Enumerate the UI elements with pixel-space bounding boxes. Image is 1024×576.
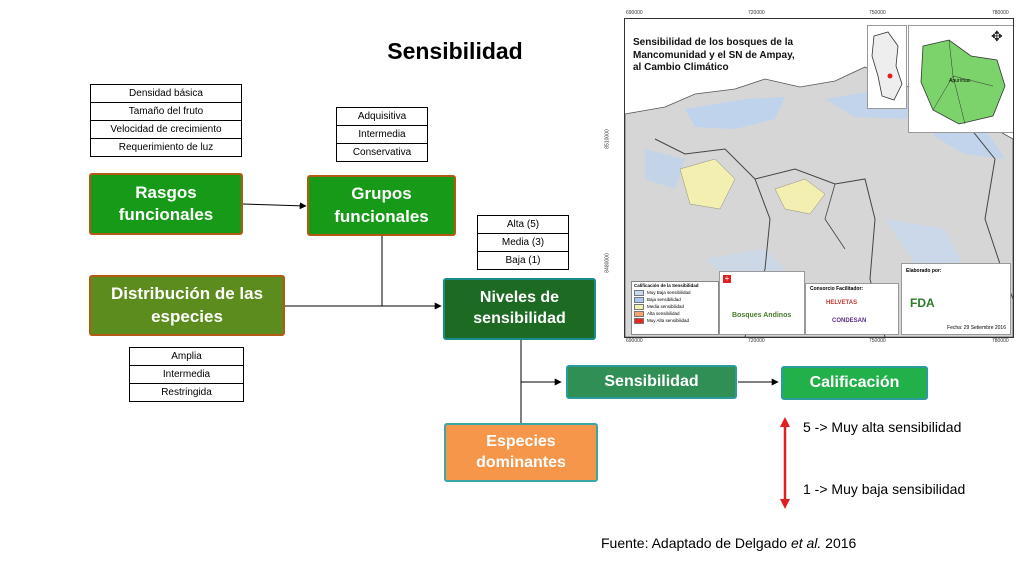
page-title: Sensibilidad (387, 38, 523, 64)
niveles-sensibilidad-box: Niveles de sensibilidad (443, 278, 596, 340)
legend-swatch (634, 317, 644, 324)
map-frame: Sensibilidad de los bosques de la Mancom… (624, 18, 1014, 338)
legend-title: Calificación de la Sensibilidad (634, 283, 699, 288)
rasgos-funcionales-box: Rasgos funcionales (89, 173, 243, 235)
list-item: Alta (5) (478, 216, 568, 234)
map-title: Sensibilidad de los bosques de la Mancom… (633, 37, 795, 75)
list-item: Intermedia (337, 126, 427, 144)
helvetas-logo: HELVETAS (826, 300, 858, 306)
map-x-tick: 720000 (748, 10, 765, 16)
grupos-list: Adquisitiva Intermedia Conservativa (336, 107, 428, 162)
list-item: Baja (1) (505, 255, 541, 266)
inset-country-map (867, 25, 907, 109)
source-citation: Fuente: Adaptado de Delgado et al. 2016 (601, 535, 856, 551)
list-item: Amplia (130, 348, 243, 366)
scale-low-label: 1 -> Muy baja sensibilidad (803, 481, 966, 497)
swiss-flag-icon: + (723, 274, 731, 283)
map-x-tick: 690000 (626, 10, 643, 16)
map-x-tick: 750000 (869, 338, 886, 344)
source-suffix: 2016 (821, 535, 857, 551)
map-x-tick: 780000 (992, 10, 1009, 16)
inset-region-map: Apurímac ✥ (908, 25, 1013, 133)
legend-label: Alta sensibilidad (647, 311, 680, 316)
distribucion-especies-box: Distribución de las especies (89, 275, 285, 336)
calificacion-box: Calificación (781, 366, 928, 400)
source-prefix: Fuente: Adaptado de Delgado (601, 535, 791, 551)
legend-item: Baja sensibilidad (632, 296, 718, 303)
condesan-logo: CONDESAN (832, 318, 867, 324)
inset-region-label: Apurímac (949, 78, 971, 84)
fecha-label: Fecha: 29 Setiembre 2016 (947, 325, 1006, 331)
grupos-funcionales-box: Grupos funcionales (307, 175, 456, 236)
bosques-andinos-logo: Bosques Andinos (732, 312, 792, 319)
list-item: Densidad básica (91, 85, 241, 103)
elaborado-panel: Elaborado por: FDA Fecha: 29 Setiembre 2… (901, 263, 1011, 335)
especies-dominantes-box: Especies dominantes (444, 423, 598, 482)
elaborado-label: Elaborado por: (906, 268, 942, 274)
list-item: Conservativa (352, 147, 412, 158)
legend-swatch (634, 296, 644, 303)
map-x-tick: 780000 (992, 338, 1009, 344)
scale-high-label: 5 -> Muy alta sensibilidad (803, 419, 962, 435)
map-title-line: al Cambio Climático (633, 62, 729, 73)
legend-swatch (634, 289, 644, 296)
list-item: Adquisitiva (337, 108, 427, 126)
niveles-list: Alta (5) Media (3) Baja (1) (477, 215, 569, 270)
map-title-line: Sensibilidad de los bosques de la (633, 37, 794, 48)
legend-swatch (634, 310, 644, 317)
north-arrow-icon: ✥ (991, 28, 1003, 44)
arrow-rasgos-to-grupos (242, 202, 307, 210)
map-y-tick: 8510000 (604, 129, 611, 149)
source-italic: et al. (790, 535, 822, 551)
line-niveles-to-sensibilidad (520, 340, 562, 386)
sensibilidad-box: Sensibilidad (566, 365, 737, 399)
fda-logo: FDA (910, 296, 935, 310)
legend-label: Media sensibilidad (647, 304, 685, 309)
legend-item: Muy Alta sensibilidad (632, 317, 718, 324)
region-outline-icon (920, 39, 1006, 125)
legend-label: Muy Baja sensibilidad (647, 290, 691, 295)
peru-outline-icon (871, 31, 903, 101)
legend-item: Muy Baja sensibilidad (632, 289, 718, 296)
rasgos-list: Densidad básica Tamaño del fruto Velocid… (90, 84, 242, 157)
map-x-tick: 690000 (626, 338, 643, 344)
legend-item: Alta sensibilidad (632, 310, 718, 317)
legend-label: Muy Alta sensibilidad (647, 318, 690, 323)
map-title-line: Mancomunidad y el SN de Ampay, (633, 49, 795, 61)
line-grupos-to-niveles (381, 236, 442, 310)
legend-swatch (634, 303, 644, 310)
map-x-tick: 750000 (869, 10, 886, 16)
list-item: Intermedia (130, 366, 243, 384)
legend-label: Baja sensibilidad (647, 297, 681, 302)
map-legend: Calificación de la Sensibilidad Muy Baja… (631, 281, 719, 335)
list-item: Restringida (161, 387, 212, 398)
map-x-tick: 720000 (748, 338, 765, 344)
consorcio-panel: Consorcio Facilitador: HELVETAS CONDESAN (805, 283, 899, 335)
list-item: Velocidad de crecimiento (91, 121, 241, 139)
legend-item: Media sensibilidad (632, 303, 718, 310)
list-item: Media (3) (478, 234, 568, 252)
list-item: Tamaño del fruto (91, 103, 241, 121)
distribucion-list: Amplia Intermedia Restringida (129, 347, 244, 402)
sensitivity-map: 690000 720000 750000 780000 690000 72000… (604, 8, 1018, 348)
map-y-tick: 8480000 (604, 253, 611, 273)
list-item: Requerimiento de luz (118, 142, 214, 153)
consorcio-label: Consorcio Facilitador: (810, 286, 864, 292)
swiss-cooperation-panel: + Bosques Andinos (719, 271, 805, 335)
